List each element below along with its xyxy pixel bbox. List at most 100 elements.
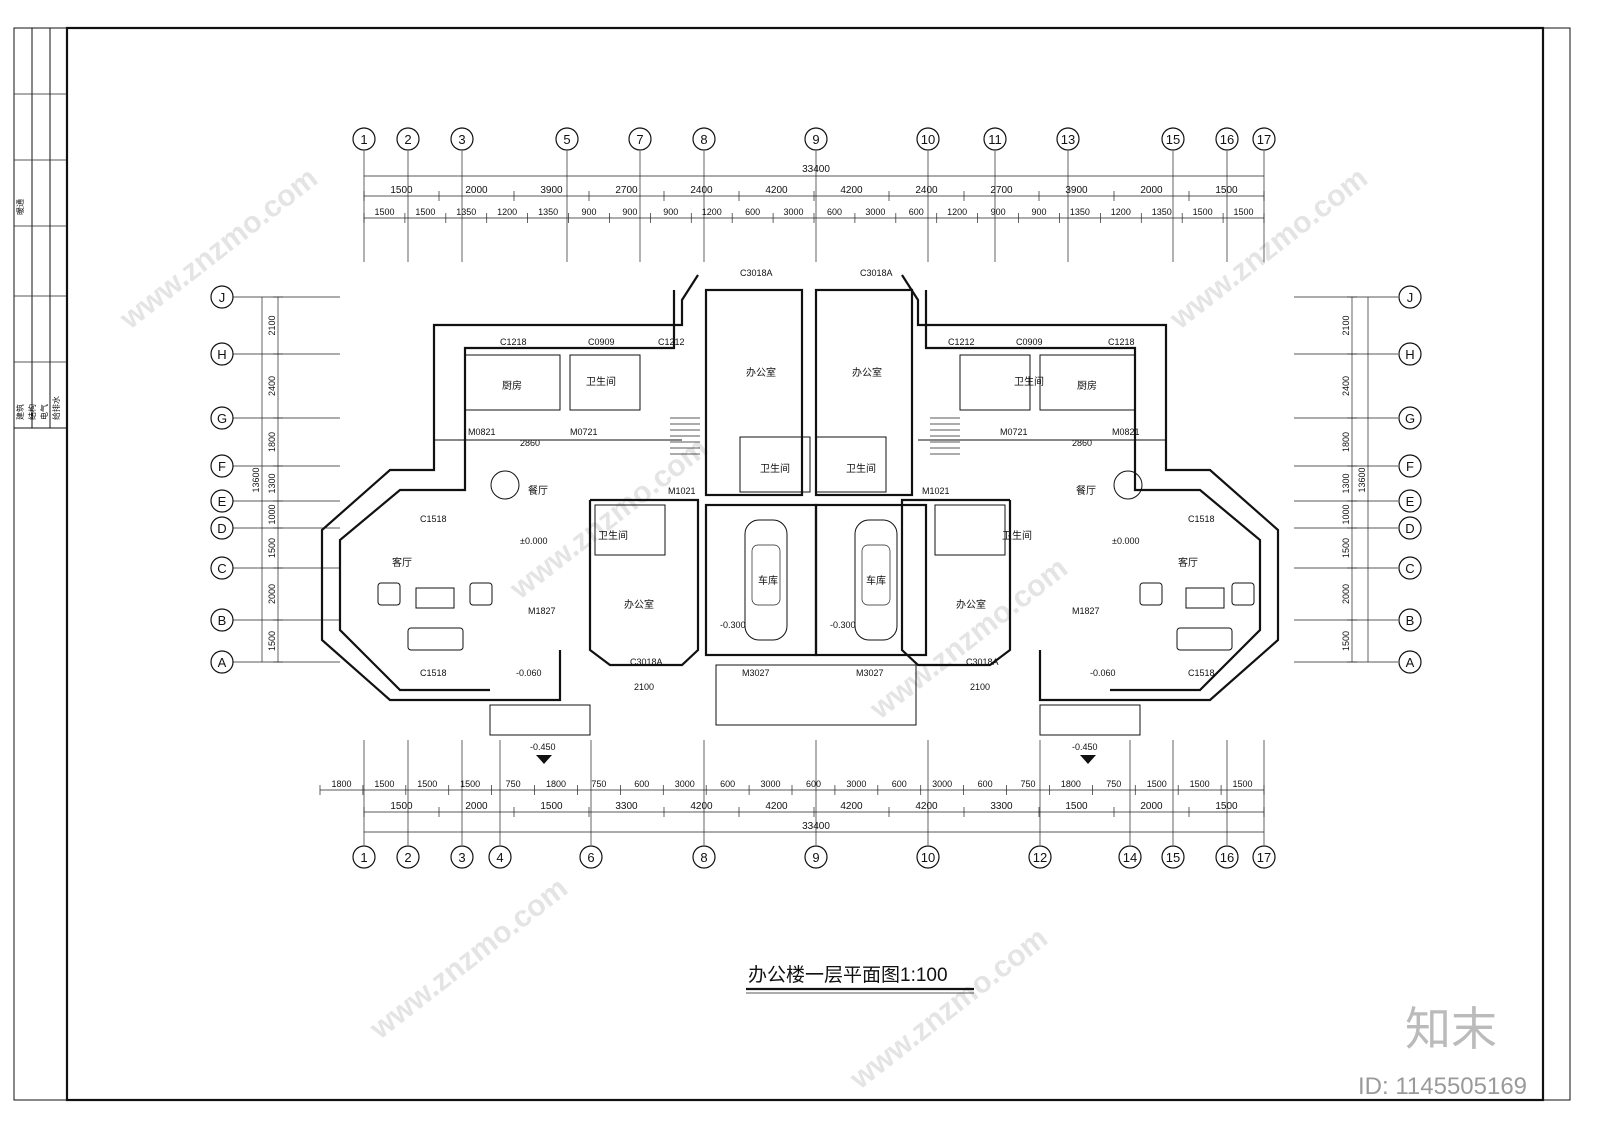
dim-side-left-label: 1500 [267, 538, 277, 558]
stair-right [930, 417, 960, 455]
level-m060-left: -0.060 [516, 668, 542, 678]
axis-label-bottom: 9 [812, 850, 819, 865]
office-bay-left [704, 288, 804, 497]
axis-label-left: H [217, 347, 226, 362]
axis-label-bottom: 3 [458, 850, 465, 865]
room-labels: 办公室 办公室 厨房 厨房 卫生间 卫生间 卫生间 卫生间 卫生间 卫生间 餐厅… [392, 366, 1198, 611]
axis-bubble-top [396, 127, 420, 151]
armchair-right-2 [1231, 582, 1255, 606]
axis-label-top: 15 [1166, 132, 1180, 147]
room-bath-right-mid: 卫生间 [1002, 529, 1032, 542]
dim-top-row2-label: 900 [663, 207, 678, 217]
dim-top-row1-label: 1500 [390, 185, 413, 196]
dim-total-bottom: 33400 [802, 821, 830, 832]
left-wing-inner [338, 290, 676, 692]
dim-top-row2-label: 900 [991, 207, 1006, 217]
watermark-logo: 知末 [1405, 1003, 1497, 1055]
level-m450-right: -0.450 [1072, 742, 1098, 752]
dim-side-total-right: 13600 [1357, 467, 1367, 492]
dim-top-row2-label: 600 [827, 207, 842, 217]
dim-bottom-row2-label: 1500 [540, 801, 563, 812]
dim-top-row1-label: 4200 [765, 185, 788, 196]
axis-label-bottom: 14 [1123, 850, 1137, 865]
watermark-site-4: www.znzmo.com [1163, 161, 1374, 336]
win-c1518-left: C1518 [420, 514, 447, 524]
room-bath-left-mid: 卫生间 [598, 529, 628, 542]
dimensions-side: 2100240018001300100015002000150021002400… [251, 296, 1369, 663]
level-m300-left: -0.300 [720, 620, 746, 630]
axis-label-bottom: 8 [700, 850, 707, 865]
axis-label-top: 8 [700, 132, 707, 147]
door-m3027-left: M3027 [742, 668, 770, 678]
dim-side-left-label: 1500 [267, 631, 277, 651]
room-garage-right: 车库 [866, 574, 886, 587]
dim-top-row1-label: 4200 [840, 185, 863, 196]
office-right-walls [900, 498, 1012, 667]
dim-top-row2-label: 600 [909, 207, 924, 217]
dim-bottom-row1-label: 750 [1106, 779, 1121, 789]
watermark-id: ID: 1145505169 [1358, 1073, 1527, 1100]
axis-bubble-bottom [1215, 845, 1239, 869]
door-m1021-left: M1021 [668, 486, 696, 496]
dim-bottom-row2-label: 1500 [390, 801, 413, 812]
axis-bubble-right [1398, 489, 1422, 513]
dim-top-row1-label: 1500 [1215, 185, 1238, 196]
door-m1021-right: M1021 [922, 486, 950, 496]
axis-bubble-bottom [804, 845, 828, 869]
win-c1518-right: C1518 [1188, 514, 1215, 524]
dim-bottom-row2-label: 1500 [1215, 801, 1238, 812]
dim-bottom-row1-label: 1500 [374, 779, 394, 789]
title-block: 暖通 建筑 结构 电气 给排水 [13, 28, 67, 429]
axis-bubble-top [1056, 127, 1080, 151]
dim-top-row2-label: 1350 [1070, 207, 1090, 217]
axis-bubble-right [1398, 285, 1422, 309]
room-bath-center-left: 卫生间 [760, 462, 790, 475]
axis-bubble-bottom [1118, 845, 1142, 869]
dim-top-row2-label: 600 [745, 207, 760, 217]
axis-bubble-bottom [916, 845, 940, 869]
axis-bubble-top [628, 127, 652, 151]
axis-label-right: C [1405, 561, 1414, 576]
dim-bottom-row2-label: 3300 [615, 801, 638, 812]
axis-bubble-right [1398, 342, 1422, 366]
axis-label-left: E [218, 494, 227, 509]
dim-side-left-label: 2400 [267, 376, 277, 396]
axis-bubble-bottom [692, 845, 716, 869]
axis-bubble-left [210, 489, 234, 513]
armchair-right-1 [1139, 582, 1163, 606]
dim-bottom-row1-label: 3000 [846, 779, 866, 789]
watermark-site-2: www.znzmo.com [503, 431, 714, 606]
dim-top-row1-label: 2700 [615, 185, 638, 196]
dim-side-left-label: 2100 [267, 315, 277, 335]
tb-hvac: 暖通 [15, 199, 25, 215]
dim-bottom-row1-label: 1800 [331, 779, 351, 789]
door-m1827-right: M1827 [1072, 606, 1100, 616]
dim-top-row2-label: 1500 [374, 207, 394, 217]
win-c0909-left: C0909 [588, 337, 615, 347]
level-0-right: ±0.000 [1112, 536, 1139, 546]
steps-right [1039, 704, 1141, 736]
axis-bubble-left [210, 608, 234, 632]
win-c1518-left-b: C1518 [420, 668, 447, 678]
dim-bottom-row1-label: 750 [506, 779, 521, 789]
level-marker-left [536, 755, 552, 764]
room-office-left: 办公室 [624, 598, 654, 611]
axis-label-right: A [1406, 655, 1415, 670]
room-office-center-right: 办公室 [852, 366, 882, 379]
axis-label-left: C [217, 561, 226, 576]
axis-label-bottom: 4 [496, 850, 503, 865]
dim-bottom-row1-label: 3000 [675, 779, 695, 789]
dim-top-row2-label: 1200 [947, 207, 967, 217]
office-bay-right [814, 288, 914, 497]
win-c3018a-1: C3018A [740, 268, 773, 278]
axis-label-right: H [1405, 347, 1414, 362]
axis-label-bottom: 6 [587, 850, 594, 865]
tb-elec: 电气 [39, 404, 49, 420]
axis-label-left: G [217, 411, 227, 426]
axis-label-left: J [219, 290, 226, 305]
axis-label-right: F [1406, 459, 1414, 474]
dim-top-row2-label: 1200 [702, 207, 722, 217]
